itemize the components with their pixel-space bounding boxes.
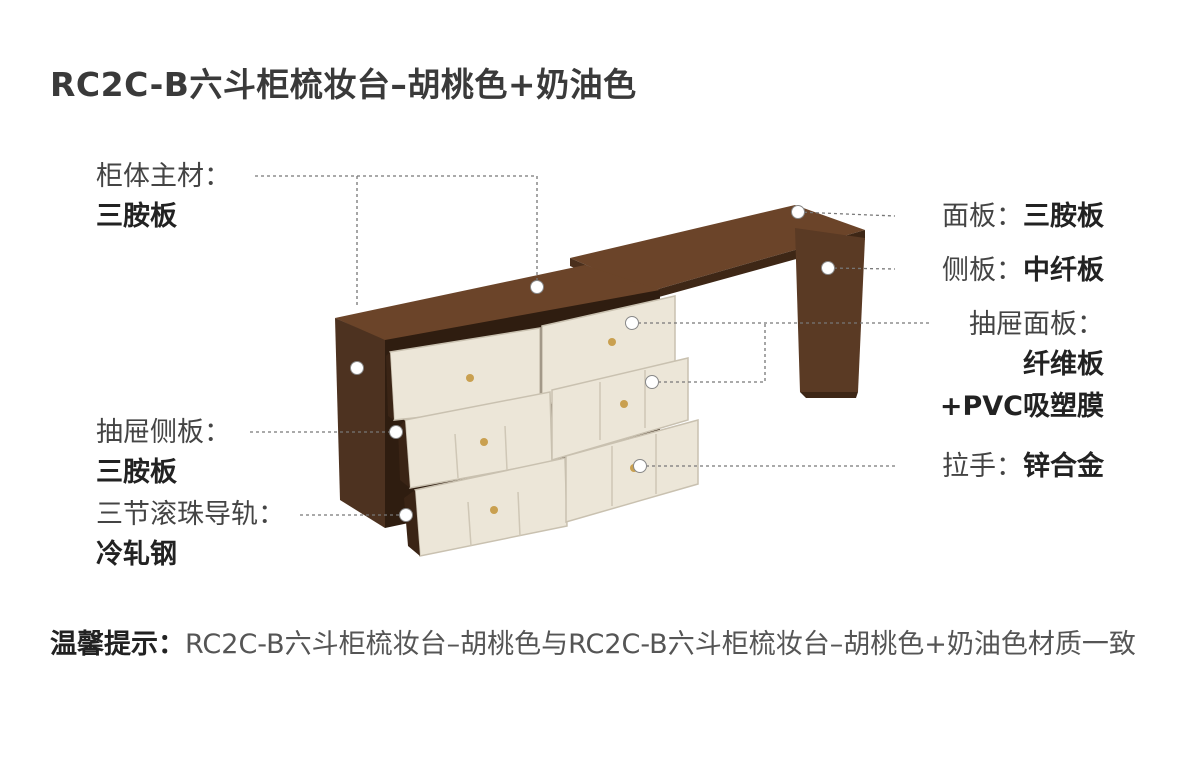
spec-label-side-panel: 侧板： <box>942 255 1023 286</box>
drawer-front <box>414 457 568 557</box>
spec-value-handle: 锌合金 <box>1023 451 1104 482</box>
spec-value-top-panel: 三胺板 <box>1023 201 1104 232</box>
page-title: RC2C-B六斗柜梳妆台–胡桃色+奶油色 <box>50 65 637 104</box>
spec-value-side-panel: 中纤板 <box>1023 255 1104 286</box>
spec-value-cabinet-material: 三胺板 <box>96 201 177 232</box>
tip-text: RC2C-B六斗柜梳妆台–胡桃色与RC2C-B六斗柜梳妆台–胡桃色+奶油色材质一… <box>185 629 1136 660</box>
cabinet-side <box>335 318 385 528</box>
desk-top <box>570 205 865 292</box>
cabinet-top <box>335 265 660 350</box>
spec-handle: 拉手：锌合金 <box>942 450 1104 484</box>
spec-value-rail: 冷轧钢 <box>96 539 177 570</box>
spec-label-handle: 拉手： <box>942 451 1023 482</box>
tip-note: 温馨提示：RC2C-B六斗柜梳妆台–胡桃色与RC2C-B六斗柜梳妆台–胡桃色+奶… <box>50 622 1140 668</box>
spec-label-top-panel: 面板： <box>942 201 1023 232</box>
callout-markers <box>350 205 835 522</box>
leader-cabinet-main <box>255 175 538 285</box>
spec-side-panel: 侧板：中纤板 <box>942 254 1104 288</box>
spec-label-drawer-front: 抽屉面板： <box>969 309 1104 340</box>
spec-value-drawer-front-1: 纤维板 <box>1023 349 1104 380</box>
spec-label-drawer-side: 抽屉侧板： <box>96 417 231 448</box>
desk-side-panel <box>795 228 865 392</box>
spec-label-rail: 三节滚珠导轨： <box>96 499 285 530</box>
spec-label-cabinet-material: 柜体主材： <box>96 161 231 192</box>
spec-value-drawer-front-2: +PVC吸塑膜 <box>939 391 1104 422</box>
spec-top-panel: 面板：三胺板 <box>942 200 1104 234</box>
tip-label: 温馨提示： <box>50 629 185 660</box>
spec-value-drawer-side: 三胺板 <box>96 457 177 488</box>
